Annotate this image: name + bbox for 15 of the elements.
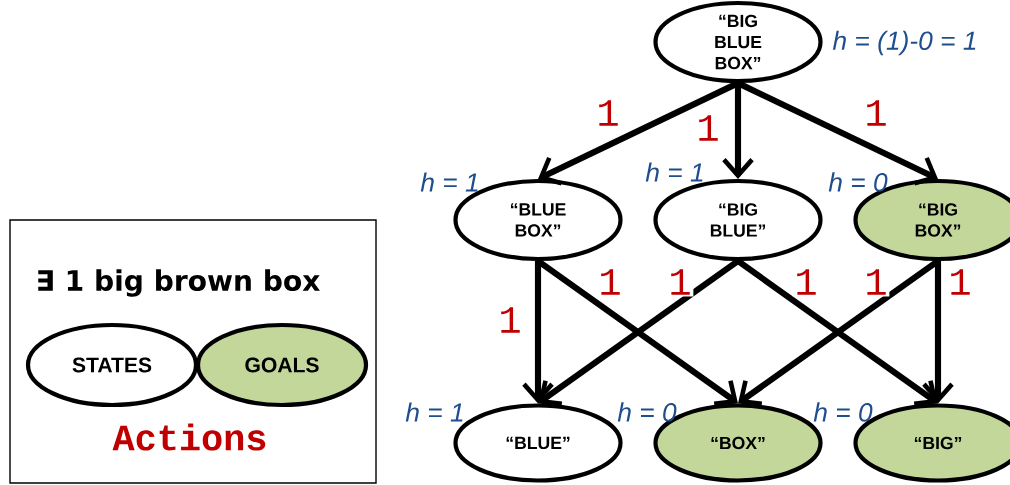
edge-label: 1 <box>862 267 890 297</box>
edge-label: 1 <box>792 267 820 297</box>
edge-label: 1 <box>946 267 974 297</box>
arrow <box>722 83 754 179</box>
edge-label: 1 <box>666 267 694 297</box>
arrow <box>538 80 740 186</box>
arrow <box>522 261 554 404</box>
arrow <box>736 80 938 186</box>
edge-label: 1 <box>862 98 890 128</box>
arrow <box>922 261 954 404</box>
heuristic-label: h = (1)-0 = 1 <box>832 30 976 56</box>
edge-label: 1 <box>594 98 622 128</box>
edge-label: 1 <box>596 267 624 297</box>
edge-label: 1 <box>496 305 524 335</box>
edge-label: 1 <box>694 113 722 143</box>
